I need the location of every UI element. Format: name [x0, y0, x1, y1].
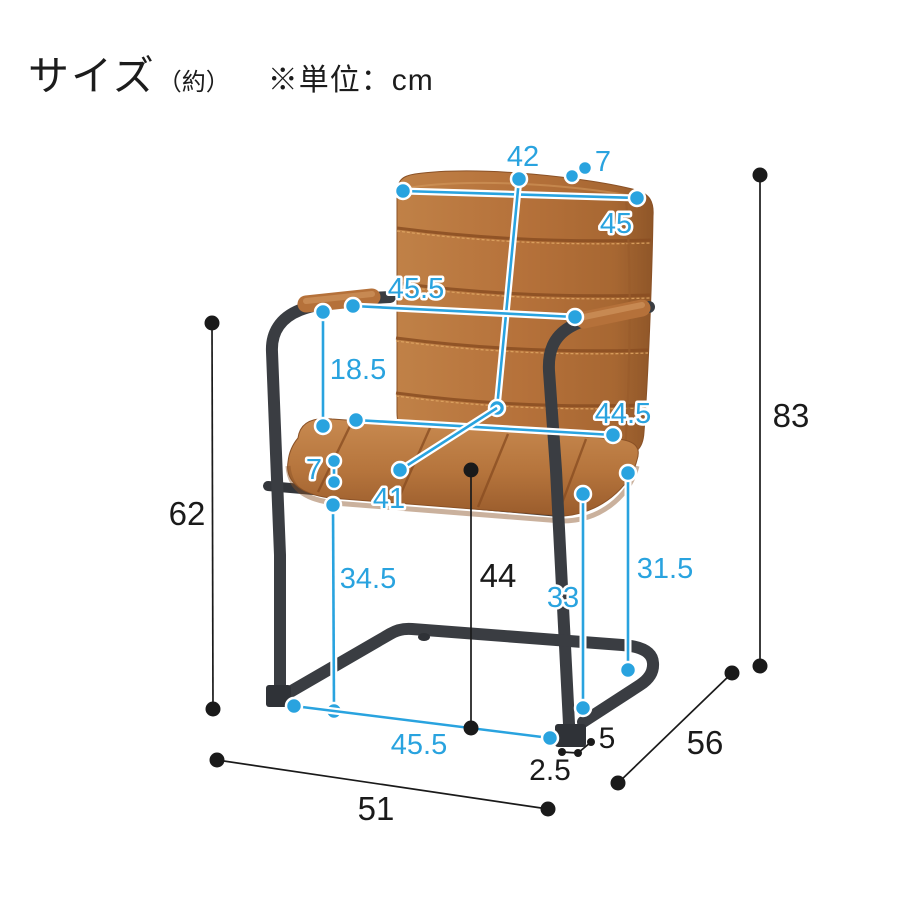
measurement-dot	[563, 167, 581, 185]
measurement-foot-offset: 2.5	[527, 748, 579, 790]
chair-base-frame	[277, 622, 660, 728]
measurement-label-armrest-to-seat: 18.5	[330, 354, 386, 386]
title-approx-text: （約）	[157, 69, 230, 96]
measurement-label-underseat-height: 34.5	[340, 563, 396, 595]
measurement-line	[399, 406, 498, 472]
measurement-dot	[390, 460, 410, 480]
title-size-text: サイズ	[28, 53, 156, 99]
measurement-dot	[558, 748, 566, 756]
measurement-label-seat-height: 44	[480, 557, 517, 594]
measurement-dot	[393, 181, 413, 201]
measurement-dot	[313, 416, 333, 436]
measurement-backrest-thickness: 7	[563, 144, 614, 185]
measurement-seat-thickness: 7	[303, 452, 343, 491]
measurement-dot	[313, 302, 333, 322]
measurement-dot	[204, 315, 220, 331]
chair-illustration	[263, 170, 660, 747]
measurement-label-floor-to-armrest: 62	[169, 495, 206, 532]
page-title: サイズ （約） ※単位：cm	[28, 42, 434, 102]
measurement-label-backrest-width: 42	[507, 141, 539, 173]
measurement-backrest-height: 45	[487, 169, 635, 418]
measurement-seat-depth: 41	[370, 404, 501, 518]
measurement-dot	[610, 775, 626, 791]
chair-right-armrest-pad	[575, 299, 651, 329]
measurement-dot	[627, 188, 647, 208]
measurement-dot	[209, 752, 225, 768]
measurement-armrest-span: 45.5	[343, 271, 585, 327]
measurement-label-foot-length: 5	[599, 722, 616, 755]
measurement-label-seat-width: 44.5	[595, 398, 651, 430]
measurement-dot	[573, 698, 593, 718]
measurement-dot	[752, 167, 768, 183]
measurement-dot	[752, 658, 768, 674]
measurement-dot	[284, 696, 304, 716]
measurement-dot	[463, 462, 479, 478]
measurement-label-frame-inner-height: 33	[547, 582, 579, 614]
measurement-total-width: 51	[209, 752, 556, 830]
measurement-layer: 42 45 7 45.5 18.5 44.5 41 7 34.5 33 31.5 45.5 62 44 83…	[166, 139, 812, 830]
measurement-line	[331, 504, 336, 712]
measurement-armrest-to-seat: 18.5	[313, 302, 389, 436]
chair-right-foot-glide	[555, 724, 586, 747]
measurement-base-inner-height: 31.5	[618, 463, 696, 680]
measurement-floor-to-armrest: 62	[166, 315, 221, 717]
chair-rear-glide	[418, 633, 430, 641]
measurement-seat-height: 44	[463, 462, 519, 736]
measurement-label-base-width: 45.5	[391, 729, 447, 761]
measurement-label-backrest-thickness: 7	[595, 146, 611, 178]
measurement-dot	[540, 801, 556, 817]
measurement-line	[216, 759, 549, 810]
measurement-label-total-depth: 56	[687, 724, 724, 761]
measurement-dot	[343, 296, 363, 316]
measurement-dot	[323, 495, 343, 515]
measurement-dot	[346, 410, 366, 430]
measurement-dot	[325, 452, 343, 470]
measurement-line	[211, 322, 214, 710]
measurement-label-seat-depth: 41	[373, 483, 405, 515]
measurement-frame-inner-height: 33	[544, 484, 593, 718]
measurement-line	[293, 704, 551, 740]
measurement-dot	[618, 463, 638, 483]
chair-left-foot-glide	[266, 685, 291, 707]
measurement-seat-width: 44.5	[346, 396, 654, 445]
measurement-dot	[565, 307, 585, 327]
measurement-line	[355, 418, 614, 437]
measurement-dot	[576, 159, 594, 177]
title-unit-text: ※単位：cm	[267, 64, 434, 97]
measurement-dot	[724, 665, 740, 681]
measurement-dot	[573, 484, 593, 504]
measurement-line	[617, 672, 733, 784]
measurement-line	[352, 304, 576, 319]
measurement-dot	[325, 473, 343, 491]
measurement-label-total-width: 51	[358, 790, 395, 827]
measurement-label-backrest-height: 45	[600, 208, 632, 240]
measurement-label-foot-offset: 2.5	[529, 754, 571, 787]
measurement-label-armrest-span: 45.5	[388, 273, 444, 305]
measurement-underseat-height: 34.5	[323, 495, 399, 721]
measurement-label-seat-thickness: 7	[306, 454, 322, 486]
measurement-foot-length: 5	[574, 720, 618, 758]
measurement-dot	[205, 701, 221, 717]
measurement-total-height: 83	[752, 167, 812, 674]
measurement-base-width: 45.5	[284, 696, 560, 764]
measurement-label-base-inner-height: 31.5	[637, 553, 693, 585]
measurement-dot	[540, 728, 560, 748]
measurement-dot	[618, 660, 638, 680]
measurement-dot	[463, 720, 479, 736]
measurement-dot	[603, 425, 623, 445]
measurement-dot	[587, 738, 595, 746]
measurement-label-total-height: 83	[773, 397, 810, 434]
measurement-total-depth: 56	[610, 665, 740, 791]
measurement-line	[495, 178, 521, 409]
measurement-dot	[509, 169, 529, 189]
chair-left-armrest-pad	[297, 288, 381, 313]
